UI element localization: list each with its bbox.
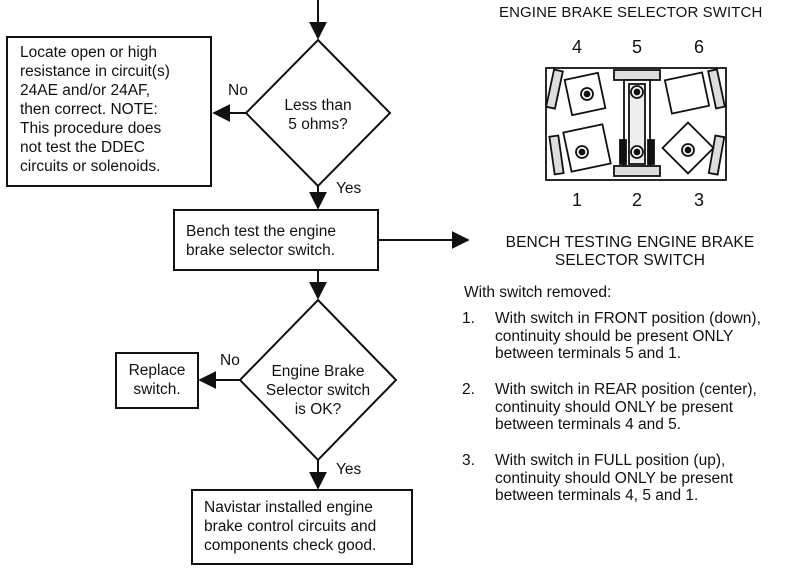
bench-testing-title: BENCH TESTING ENGINE BRAKE SELECTOR SWIT… (505, 234, 755, 269)
contact-1 (548, 123, 612, 176)
bench-testing-intro: With switch removed: (464, 284, 612, 301)
locate-box (6, 36, 212, 187)
contact-6 (663, 68, 726, 115)
terminal-2: 2 (632, 190, 643, 210)
contact-5-2-bar (613, 69, 661, 177)
decision-2-no-label: No (220, 352, 240, 369)
step-2-text: With switch in REAR position (center), c… (495, 381, 757, 433)
contact-3 (661, 121, 726, 176)
decision-1-no-label: No (228, 82, 248, 99)
terminal-6: 6 (694, 37, 705, 57)
bench-box-text: Bench test the engine brake selector swi… (186, 223, 336, 259)
terminal-5: 5 (632, 37, 643, 57)
locate-box-text: Locate open or high resistance in circui… (20, 44, 170, 175)
switch-figure (545, 67, 727, 181)
step-3-number: 3. (462, 452, 475, 469)
decision-2-text: Engine Brake Selector switch is OK? (265, 363, 371, 418)
step-1-number: 1. (462, 310, 475, 327)
terminal-1: 1 (572, 190, 583, 210)
terminal-4: 4 (572, 37, 583, 57)
replace-box-text: Replace switch. (128, 362, 186, 398)
terminal-3: 3 (694, 190, 705, 210)
replace-box (115, 352, 199, 409)
decision-1-text: Less than 5 ohms? (284, 97, 352, 133)
switch-figure-title: ENGINE BRAKE SELECTOR SWITCH (499, 4, 763, 21)
step-3-text: With switch in FULL position (up), conti… (495, 452, 734, 504)
decision-1-yes-label: Yes (336, 180, 362, 197)
final-box-text: Navistar installed engine brake control … (204, 499, 377, 554)
step-1-text: With switch in FRONT position (down), co… (495, 310, 761, 362)
decision-2-yes-label: Yes (336, 461, 362, 478)
contact-4 (545, 68, 607, 117)
step-2-number: 2. (462, 381, 475, 398)
final-box (191, 489, 413, 565)
